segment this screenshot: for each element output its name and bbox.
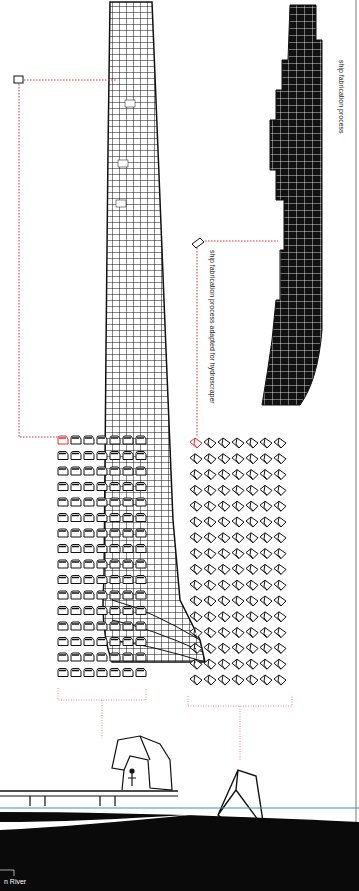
tower-window (116, 200, 126, 207)
hydroscraper-tower (103, 2, 205, 662)
ship-hull (262, 5, 322, 405)
river (0, 812, 359, 891)
bracket (58, 688, 292, 760)
leader-line (19, 80, 278, 437)
vertical-caption: ship fabrication process (337, 60, 345, 134)
module-grid (190, 438, 286, 685)
module-icon (192, 238, 204, 248)
river-bank (0, 814, 200, 830)
label-frame (0, 870, 14, 876)
module-icon (14, 76, 23, 83)
vertical-caption: ship fabrication process adapted for hyd… (208, 250, 216, 404)
module-grid (58, 436, 146, 677)
tower-base-lines (112, 600, 205, 662)
tower-window (118, 160, 128, 167)
frame-edge (355, 0, 357, 891)
place-label: n River (4, 878, 26, 886)
water-line (0, 807, 359, 808)
tower-window (125, 100, 135, 107)
platform-sketch (0, 736, 178, 806)
